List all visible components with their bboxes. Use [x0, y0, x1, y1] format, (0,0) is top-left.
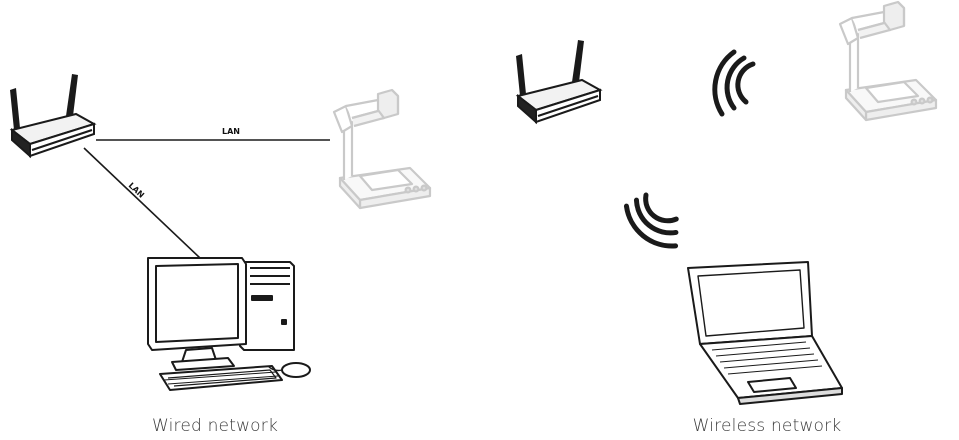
- document-camera-icon: [840, 2, 936, 120]
- wireless-network-section: Wireless network: [516, 2, 936, 436]
- document-camera-icon: [334, 90, 430, 208]
- lan-cable-router-to-pc: [84, 148, 200, 258]
- wireless-network-caption: Wireless network: [693, 416, 842, 436]
- lan-label-camera-link: LAN: [222, 127, 240, 136]
- wired-network-caption: Wired network: [152, 416, 278, 436]
- wifi-router-icon: [10, 74, 94, 156]
- wireless-signal-icon: [715, 52, 753, 114]
- wireless-signal-icon: [617, 189, 690, 252]
- wired-network-section: LAN LAN: [10, 74, 430, 436]
- laptop-icon: [688, 262, 842, 404]
- wifi-router-icon: [516, 40, 600, 122]
- desktop-computer-icon: [148, 258, 310, 390]
